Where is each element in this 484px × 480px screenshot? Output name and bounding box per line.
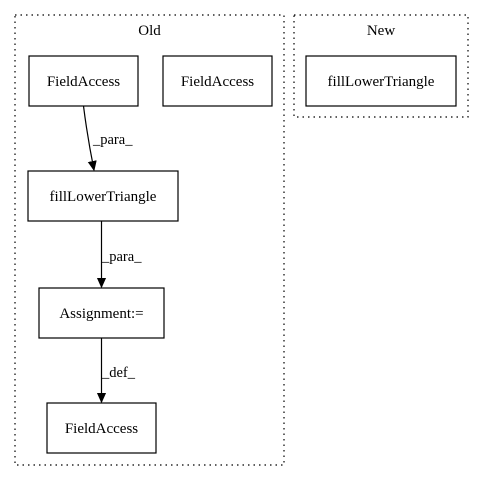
node-assignment-label: Assignment:= (59, 306, 143, 322)
edge-assignment-to-fieldaccess: _def_ (101, 338, 136, 402)
edge-fill-to-assignment-label: _para_ (101, 249, 142, 265)
node-assignment[interactable]: Assignment:= (38, 287, 165, 339)
node-field-access-bottom-label: FieldAccess (65, 421, 138, 437)
node-field-access-top-right-label: FieldAccess (181, 74, 254, 90)
node-field-access-top-left-label: FieldAccess (47, 74, 120, 90)
cluster-old-label: Old (138, 23, 161, 39)
edge-fill-to-assignment: _para_ (101, 221, 142, 287)
node-field-access-top-left[interactable]: FieldAccess (28, 55, 139, 107)
node-field-access-top-right[interactable]: FieldAccess (162, 55, 273, 107)
edge-fieldaccess-to-fill: _para_ (82, 105, 133, 170)
edge-assignment-to-fieldaccess-label: _def_ (101, 365, 136, 381)
cluster-old: Old (14, 14, 285, 466)
node-fill-lower-triangle-old-label: fillLowerTriangle (50, 189, 157, 205)
node-field-access-bottom[interactable]: FieldAccess (46, 402, 157, 454)
node-fill-lower-triangle-new-label: fillLowerTriangle (328, 74, 435, 90)
cluster-new-label: New (367, 23, 395, 39)
node-fill-lower-triangle-new[interactable]: fillLowerTriangle (305, 55, 457, 107)
node-fill-lower-triangle-old[interactable]: fillLowerTriangle (27, 170, 179, 222)
cluster-new: New (293, 14, 469, 118)
edge-fieldaccess-to-fill-label: _para_ (92, 132, 133, 148)
